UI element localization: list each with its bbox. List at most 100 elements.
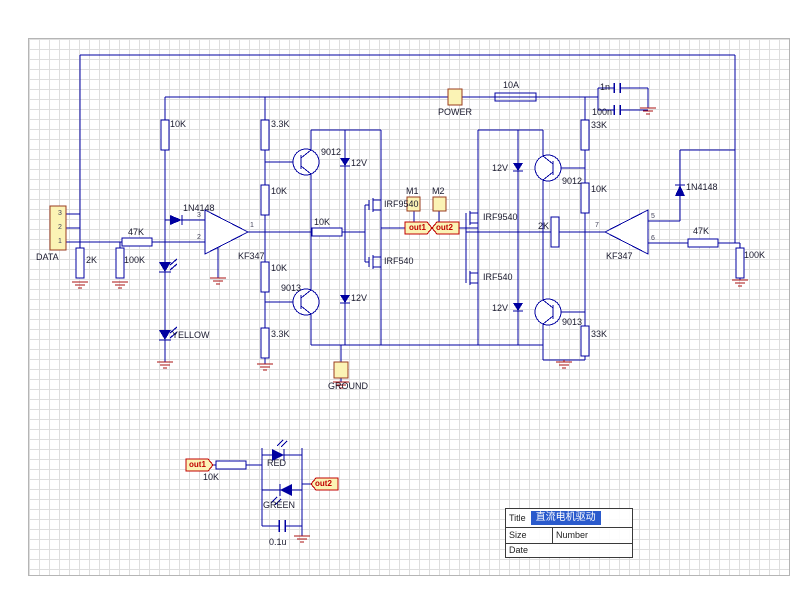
r-100k-left-label[interactable]: 100K — [124, 255, 146, 265]
resistor-100k-left — [115, 247, 125, 279]
resistors[interactable] — [75, 119, 745, 470]
mosfet-irf540-left — [368, 255, 381, 269]
port-out2-bottom — [310, 477, 339, 491]
capacitor-100n — [613, 105, 621, 115]
transistors[interactable] — [292, 148, 562, 326]
mos-irf540-r-label[interactable]: IRF540 — [483, 272, 513, 282]
port-out2-bottom-label[interactable]: out2 — [315, 479, 332, 488]
mos-irf9540-l-label[interactable]: IRF9540 — [384, 199, 419, 209]
title-label: Title — [509, 513, 526, 523]
mosfet-irf9540-right — [465, 211, 478, 225]
mosfets[interactable] — [368, 198, 478, 285]
port-out1-mid-label[interactable]: out1 — [409, 223, 426, 232]
connector-data — [49, 205, 67, 251]
z2-12v-label[interactable]: 12V — [351, 293, 368, 303]
r-10k-mid1-label[interactable]: 10K — [271, 186, 288, 196]
resistor-2k-right — [550, 216, 560, 248]
zener-12v-3 — [513, 163, 523, 172]
data-pin1[interactable]: 1 — [58, 238, 62, 245]
r-10k-mid2-label[interactable]: 10K — [271, 263, 288, 273]
r-10k-right-label[interactable]: 10K — [591, 184, 608, 194]
r-47k-right-label[interactable]: 47K — [693, 226, 710, 236]
size-label: Size — [506, 528, 553, 543]
d1-1n4148-label[interactable]: 1N4148 — [183, 203, 215, 213]
resistor-3k3-bottom — [260, 327, 270, 359]
connector-ground — [333, 361, 349, 379]
resistor-3k3-top — [260, 119, 270, 151]
title-value[interactable]: 直流电机驱动 — [530, 511, 601, 525]
port-out2-mid-label[interactable]: out2 — [436, 223, 453, 232]
mosfet-irf540-right — [465, 271, 478, 285]
r-3k3-bottom-label[interactable]: 3.3K — [271, 329, 290, 339]
r-10k-gate-label[interactable]: 10K — [314, 217, 331, 227]
mos-irf540-l-label[interactable]: IRF540 — [384, 256, 414, 266]
resistor-10k-gate — [311, 227, 343, 237]
r-100k-right-label[interactable]: 100K — [744, 250, 766, 260]
q3-9012-label[interactable]: 9012 — [562, 176, 583, 186]
opamp-kf347-left — [204, 209, 250, 255]
connector-m1 — [406, 196, 421, 212]
transistor-9013-right — [534, 298, 562, 326]
title-block: Title 直流电机驱动 Size Number Date — [505, 508, 633, 558]
conn-ground-label[interactable]: GROUND — [328, 381, 368, 391]
u2-pin7[interactable]: 7 — [595, 222, 599, 229]
c3-01u-label[interactable]: 0.1u — [269, 537, 287, 547]
wires[interactable] — [66, 54, 741, 536]
q1-9012-label[interactable]: 9012 — [321, 147, 342, 157]
z3-12v-label[interactable]: 12V — [492, 163, 509, 173]
u2-pin6[interactable]: 6 — [651, 235, 655, 242]
r-3k3-top-label[interactable]: 3.3K — [271, 119, 290, 129]
connectors[interactable] — [49, 88, 463, 379]
resistor-33k-top — [580, 119, 590, 151]
port-out1-bottom-label[interactable]: out1 — [189, 460, 206, 469]
c1-1n-label[interactable]: 1n — [600, 82, 611, 92]
c2-100n-label[interactable]: 100n — [592, 107, 613, 117]
u2-kf347-label[interactable]: KF347 — [606, 251, 633, 261]
resistor-47k-left — [121, 237, 153, 247]
led-green — [270, 484, 292, 506]
ports[interactable] — [185, 221, 460, 491]
u1-kf347-label[interactable]: KF347 — [238, 251, 265, 261]
conn-power-label[interactable]: POWER — [438, 107, 473, 117]
conn-data-label[interactable]: DATA — [36, 252, 59, 262]
r-10k-topleft-label[interactable]: 10K — [170, 119, 187, 129]
u1-pin2[interactable]: 2 — [197, 234, 201, 241]
r-10k-bottom-label[interactable]: 10K — [203, 472, 220, 482]
transistor-9013-left — [292, 288, 320, 316]
data-pin3[interactable]: 3 — [58, 210, 62, 217]
opamps[interactable] — [204, 209, 649, 255]
led-yellow-label[interactable]: YELLOW — [172, 330, 210, 340]
port-out1-bottom — [185, 458, 214, 472]
u1-pin1[interactable]: 1 — [250, 222, 254, 229]
port-out1-mid — [404, 221, 433, 235]
r-2k-right-label[interactable]: 2K — [538, 221, 550, 231]
connector-m2 — [432, 196, 447, 212]
r-47k-left-label[interactable]: 47K — [128, 227, 145, 237]
led-red-label[interactable]: RED — [267, 458, 287, 468]
r-2k-left-label[interactable]: 2K — [86, 255, 98, 265]
diodes[interactable] — [159, 158, 685, 506]
date-label: Date — [509, 545, 529, 555]
u1-pin3[interactable]: 3 — [197, 212, 201, 219]
resistor-10k-bottom — [215, 460, 247, 470]
d2-1n4148-label[interactable]: 1N4148 — [686, 182, 718, 192]
r-33k-top-label[interactable]: 33K — [591, 120, 608, 130]
fuse-10a[interactable] — [494, 92, 537, 102]
conn-m2-label[interactable]: M2 — [432, 186, 445, 196]
conn-m1-label[interactable]: M1 — [406, 186, 419, 196]
opamp-kf347-right — [603, 209, 649, 255]
r-33k-bottom-label[interactable]: 33K — [591, 329, 608, 339]
z1-12v-label[interactable]: 12V — [351, 158, 368, 168]
fuse-10a-label[interactable]: 10A — [503, 80, 520, 90]
capacitors[interactable] — [278, 83, 621, 532]
q4-9013-label[interactable]: 9013 — [562, 317, 583, 327]
resistor-33k-bottom — [580, 325, 590, 357]
schematic-canvas[interactable] — [28, 38, 790, 576]
mos-irf9540-r-label[interactable]: IRF9540 — [483, 212, 518, 222]
z4-12v-label[interactable]: 12V — [492, 303, 509, 313]
u2-pin5[interactable]: 5 — [651, 213, 655, 220]
connector-power — [447, 88, 463, 106]
q2-9013-label[interactable]: 9013 — [281, 283, 302, 293]
led-green-label[interactable]: GREEN — [263, 500, 296, 510]
data-pin2[interactable]: 2 — [58, 224, 62, 231]
